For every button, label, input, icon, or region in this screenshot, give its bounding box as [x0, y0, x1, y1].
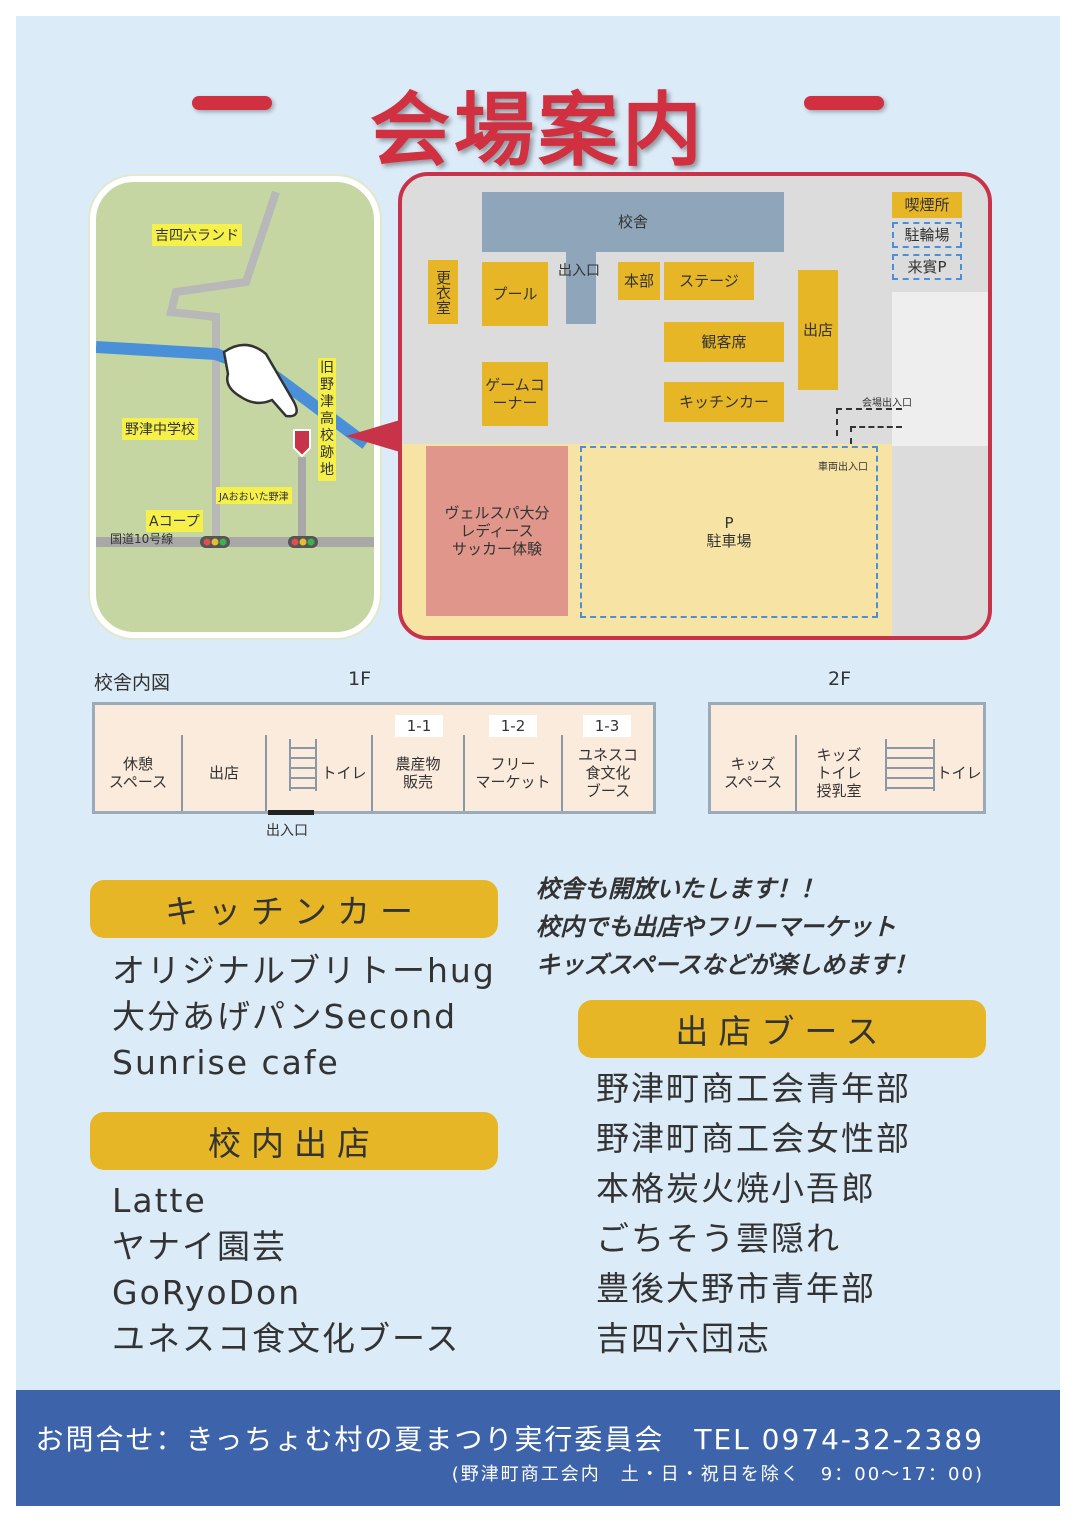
room-stalls: 出店 [208, 764, 239, 782]
list-item: オリジナルブリトーhug [112, 951, 496, 990]
room-toilet-2f: トイレ [936, 764, 982, 782]
room-unesco-booth: ユネスコ食文化ブース [577, 746, 638, 800]
booths-list: 野津町商工会青年部 野津町商工会女性部 本格炭火焼小吾郎 ごちそう雲隠れ 豊後大… [596, 1064, 911, 1364]
footer: お問合せ：きっちょむ村の夏まつり実行委員会 TEL 0974-32-2389 (… [16, 1390, 1060, 1506]
area-map: 吉四六ランド 野津中学校 旧野津高校跡地 JAおおいた野津 Aコープ 国道10号… [90, 176, 380, 638]
floor-plan-label: 校舎内図 [94, 672, 171, 694]
list-item: GoRyoDon [112, 1273, 302, 1312]
kids-toilet-nursing: キッズトイレ授乳室 [816, 746, 862, 800]
label-ja: JAおおいた野津 [216, 487, 292, 504]
room-toilet-1f: トイレ [321, 764, 367, 782]
list-item: ごちそう雲隠れ [596, 1219, 841, 1258]
kitchen-car-heading: キッチンカー [90, 880, 498, 938]
smoking-area: 喫煙所 [892, 192, 962, 218]
list-item: 野津町商工会青年部 [596, 1069, 911, 1108]
floor-2f-label: 2F [828, 668, 852, 690]
booths-heading: 出店ブース [578, 1000, 986, 1058]
inside-stalls-list: Latte ヤナイ園芸 GoRyoDon ユネスコ食文化ブース [112, 1178, 460, 1362]
label-former-school: 旧野津高校跡地 [318, 358, 336, 481]
page-title: 会場案内 [370, 84, 706, 177]
stage: ステージ [664, 262, 754, 300]
list-item: ヤナイ園芸 [112, 1227, 287, 1266]
floor-2f: キッズスペース キッズトイレ授乳室 トイレ [708, 702, 986, 814]
site-entrance: 出入口 [558, 263, 600, 279]
parking-lot: P 駐車場 [580, 446, 878, 618]
vehicle-entrance: 車両出入口 [818, 462, 868, 473]
game-corner: ゲームコーナー [482, 362, 548, 426]
floor-1f: 休憩スペース 出店 トイレ 1-1 農産物販売 1-2 フリーマーケット 1-3… [92, 702, 656, 814]
venue-entrance: 会場出入口 [862, 398, 912, 409]
stairs-1f [289, 739, 317, 791]
label-a-coop: Aコープ [146, 510, 203, 532]
floor-entrance-label: 出入口 [266, 823, 308, 839]
stairs-2f [885, 739, 935, 791]
bike-parking: 駐輪場 [892, 222, 962, 248]
title-dash-left [192, 96, 272, 110]
flyer-page: 会場案内 吉四六ランド 野津中学校 旧野津高校跡地 JAおおいた野津 Aコープ … [16, 16, 1060, 1506]
inside-stalls-heading: 校内出店 [90, 1112, 498, 1170]
audience-seats: 観客席 [664, 322, 784, 362]
contact-hours: (野津町商工会内 土・日・祝日を除く 9：00～17：00) [451, 1464, 984, 1485]
room-farm-products: 農産物販売 [395, 755, 441, 791]
room-number-1-3: 1-3 [583, 715, 631, 737]
list-item: ユネスコ食文化ブース [112, 1319, 461, 1358]
contact-line: お問合せ：きっちょむ村の夏まつり実行委員会 TEL 0974-32-2389 [35, 1423, 984, 1456]
list-item: 吉四六団志 [596, 1319, 771, 1358]
stalls-area: 出店 [798, 270, 838, 390]
list-item: 本格炭火焼小吾郎 [596, 1169, 876, 1208]
kids-space: キッズスペース [723, 755, 783, 791]
label-noitsu-jhs: 野津中学校 [122, 418, 198, 440]
soccer-experience: ヴェルスパ大分 レディース サッカー体験 [426, 446, 568, 616]
pool: プール [482, 262, 548, 326]
label-kichiroku-land: 吉四六ランド [152, 224, 242, 246]
list-item: Sunrise cafe [112, 1043, 340, 1082]
title-dash-right [804, 96, 884, 110]
school-building: 校舎 [482, 192, 784, 252]
floor-1f-label: 1F [348, 668, 372, 690]
guest-parking: 来賓P [892, 254, 962, 280]
list-item: 野津町商工会女性部 [596, 1119, 911, 1158]
list-item: 豊後大野市青年部 [596, 1269, 876, 1308]
area-map-roads [96, 190, 374, 548]
room-number-1-2: 1-2 [489, 715, 537, 737]
map-connector [346, 420, 400, 452]
site-map: 校舎 出入口 更衣室 プール 本部 ステージ 観客席 ゲームコーナー キッチンカ… [398, 172, 992, 640]
kitchen-car-list: オリジナルブリトーhug 大分あげパンSecond Sunrise cafe [112, 948, 496, 1086]
entrance-marker [268, 810, 314, 815]
list-item: 大分あげパンSecond [112, 997, 458, 1036]
room-flea-market: フリーマーケット [475, 755, 551, 791]
notice-text: 校舎も開放いたします！！ 校内でも出店やフリーマーケット キッズスペースなどが楽… [536, 875, 918, 979]
room-number-1-1: 1-1 [395, 715, 443, 737]
hq: 本部 [618, 262, 660, 300]
changing-room: 更衣室 [428, 260, 458, 324]
kitchen-car-area: キッチンカー [664, 382, 784, 422]
label-route10: 国道10号線 [110, 532, 174, 546]
rest-space: 休憩スペース [108, 755, 168, 791]
list-item: Latte [112, 1181, 207, 1220]
